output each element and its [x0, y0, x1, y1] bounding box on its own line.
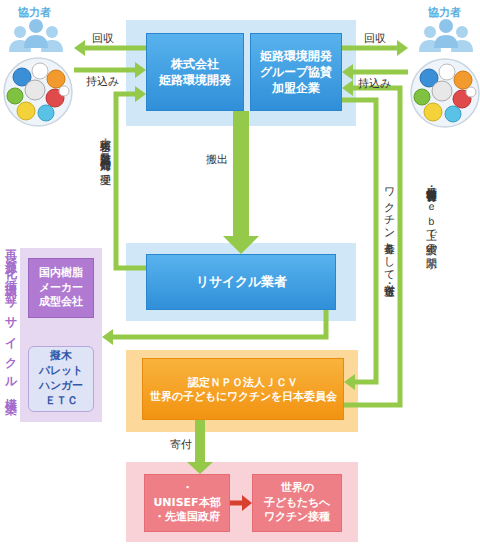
arrow-head	[223, 236, 259, 254]
connector	[102, 310, 326, 345]
arrow-head	[242, 495, 252, 511]
edge-label: 受領書・領収書発行 Ｗｅｂ上で実績の開示	[408, 178, 438, 294]
band-heading: 再資源化・循環型リサイクル構築	[2, 240, 19, 400]
edge-label: ワクチン募金として寄付・送金	[380, 180, 396, 354]
arrow-head	[344, 374, 355, 390]
connector-line	[230, 501, 243, 506]
group-label: 協力者	[18, 5, 51, 20]
connector	[116, 86, 146, 268]
connector-line	[233, 111, 249, 237]
edge-label: 実績報告：数量・対価 売却対価の受理	[82, 130, 112, 246]
arrow-head	[102, 329, 113, 345]
npo-band	[126, 350, 358, 432]
process-box: ・UNISEF本部 ・先進国政府	[144, 474, 230, 532]
box-text: 認定ＮＰＯ法人ＪＣＶ 世界の子どもにワクチンを日本委員会	[146, 375, 340, 403]
people-icon	[419, 19, 473, 52]
box-text: 世界の 子どもたちへ ワクチン接種	[256, 481, 338, 526]
arrow-head	[187, 462, 213, 474]
process-box: 国内樹脂 メーカー 成型会社	[28, 258, 94, 318]
arrow-head	[397, 40, 408, 56]
connector-line	[342, 100, 376, 382]
connector-line	[116, 94, 146, 268]
connector	[230, 495, 252, 511]
group-label: 協力者	[428, 5, 461, 20]
arrow-head	[135, 62, 146, 78]
bottle-caps-illustration	[4, 58, 72, 126]
box-text: 姫路環境開発 グループ協賛 加盟企業	[254, 48, 338, 97]
box-text: ・UNISEF本部 ・先進国政府	[148, 481, 226, 526]
recycler-band	[126, 243, 356, 321]
edge-label: 回収	[364, 31, 386, 46]
box-text: 株式会社 姫路環境開発	[150, 56, 240, 88]
organization-box: 認定ＮＰＯ法人ＪＣＶ 世界の子どもにワクチンを日本委員会	[142, 358, 344, 420]
connector-line	[342, 46, 398, 51]
arrow-head	[74, 40, 85, 56]
connector-line	[74, 68, 136, 73]
contributor-group: 協力者	[0, 2, 74, 128]
edge-label: 搬出	[206, 152, 228, 167]
connector	[342, 80, 400, 405]
company-band	[126, 20, 356, 126]
edge-label: 寄付	[170, 437, 192, 452]
edge-label: 回収	[92, 31, 114, 46]
connector-line	[344, 88, 400, 405]
arrow-head	[135, 86, 146, 102]
bottle-caps-illustration	[411, 59, 479, 127]
edge-label: 持込み	[86, 74, 119, 89]
vaccine-band	[126, 462, 358, 542]
connector	[342, 100, 376, 390]
contributor-group: 協力者	[408, 2, 480, 128]
connector-line	[112, 310, 326, 337]
process-box: 株式会社 姫路環境開発	[146, 33, 244, 111]
arrow-head	[342, 80, 353, 96]
box-text: 擬木 パレット ハンガー ＥＴＣ	[32, 349, 90, 408]
recycling-band: 再資源化・循環型リサイクル構築国内樹脂 メーカー 成型会社擬木 パレット ハンガ…	[20, 248, 102, 422]
process-box: リサイクル業者	[146, 254, 336, 310]
arrow-head	[342, 64, 353, 80]
people-icon	[9, 19, 63, 52]
connector-line	[352, 70, 408, 75]
edge-label: 持込み	[358, 76, 391, 91]
process-box: 姫路環境開発 グループ協賛 加盟企業	[250, 33, 342, 111]
box-text: 国内樹脂 メーカー 成型会社	[32, 266, 90, 311]
connector	[223, 111, 259, 254]
connector-line	[84, 46, 146, 51]
product-box: 擬木 パレット ハンガー ＥＴＣ	[28, 346, 94, 412]
connector-line	[195, 420, 205, 463]
box-text: リサイクル業者	[196, 273, 287, 291]
process-box: 世界の 子どもたちへ ワクチン接種	[252, 474, 342, 532]
